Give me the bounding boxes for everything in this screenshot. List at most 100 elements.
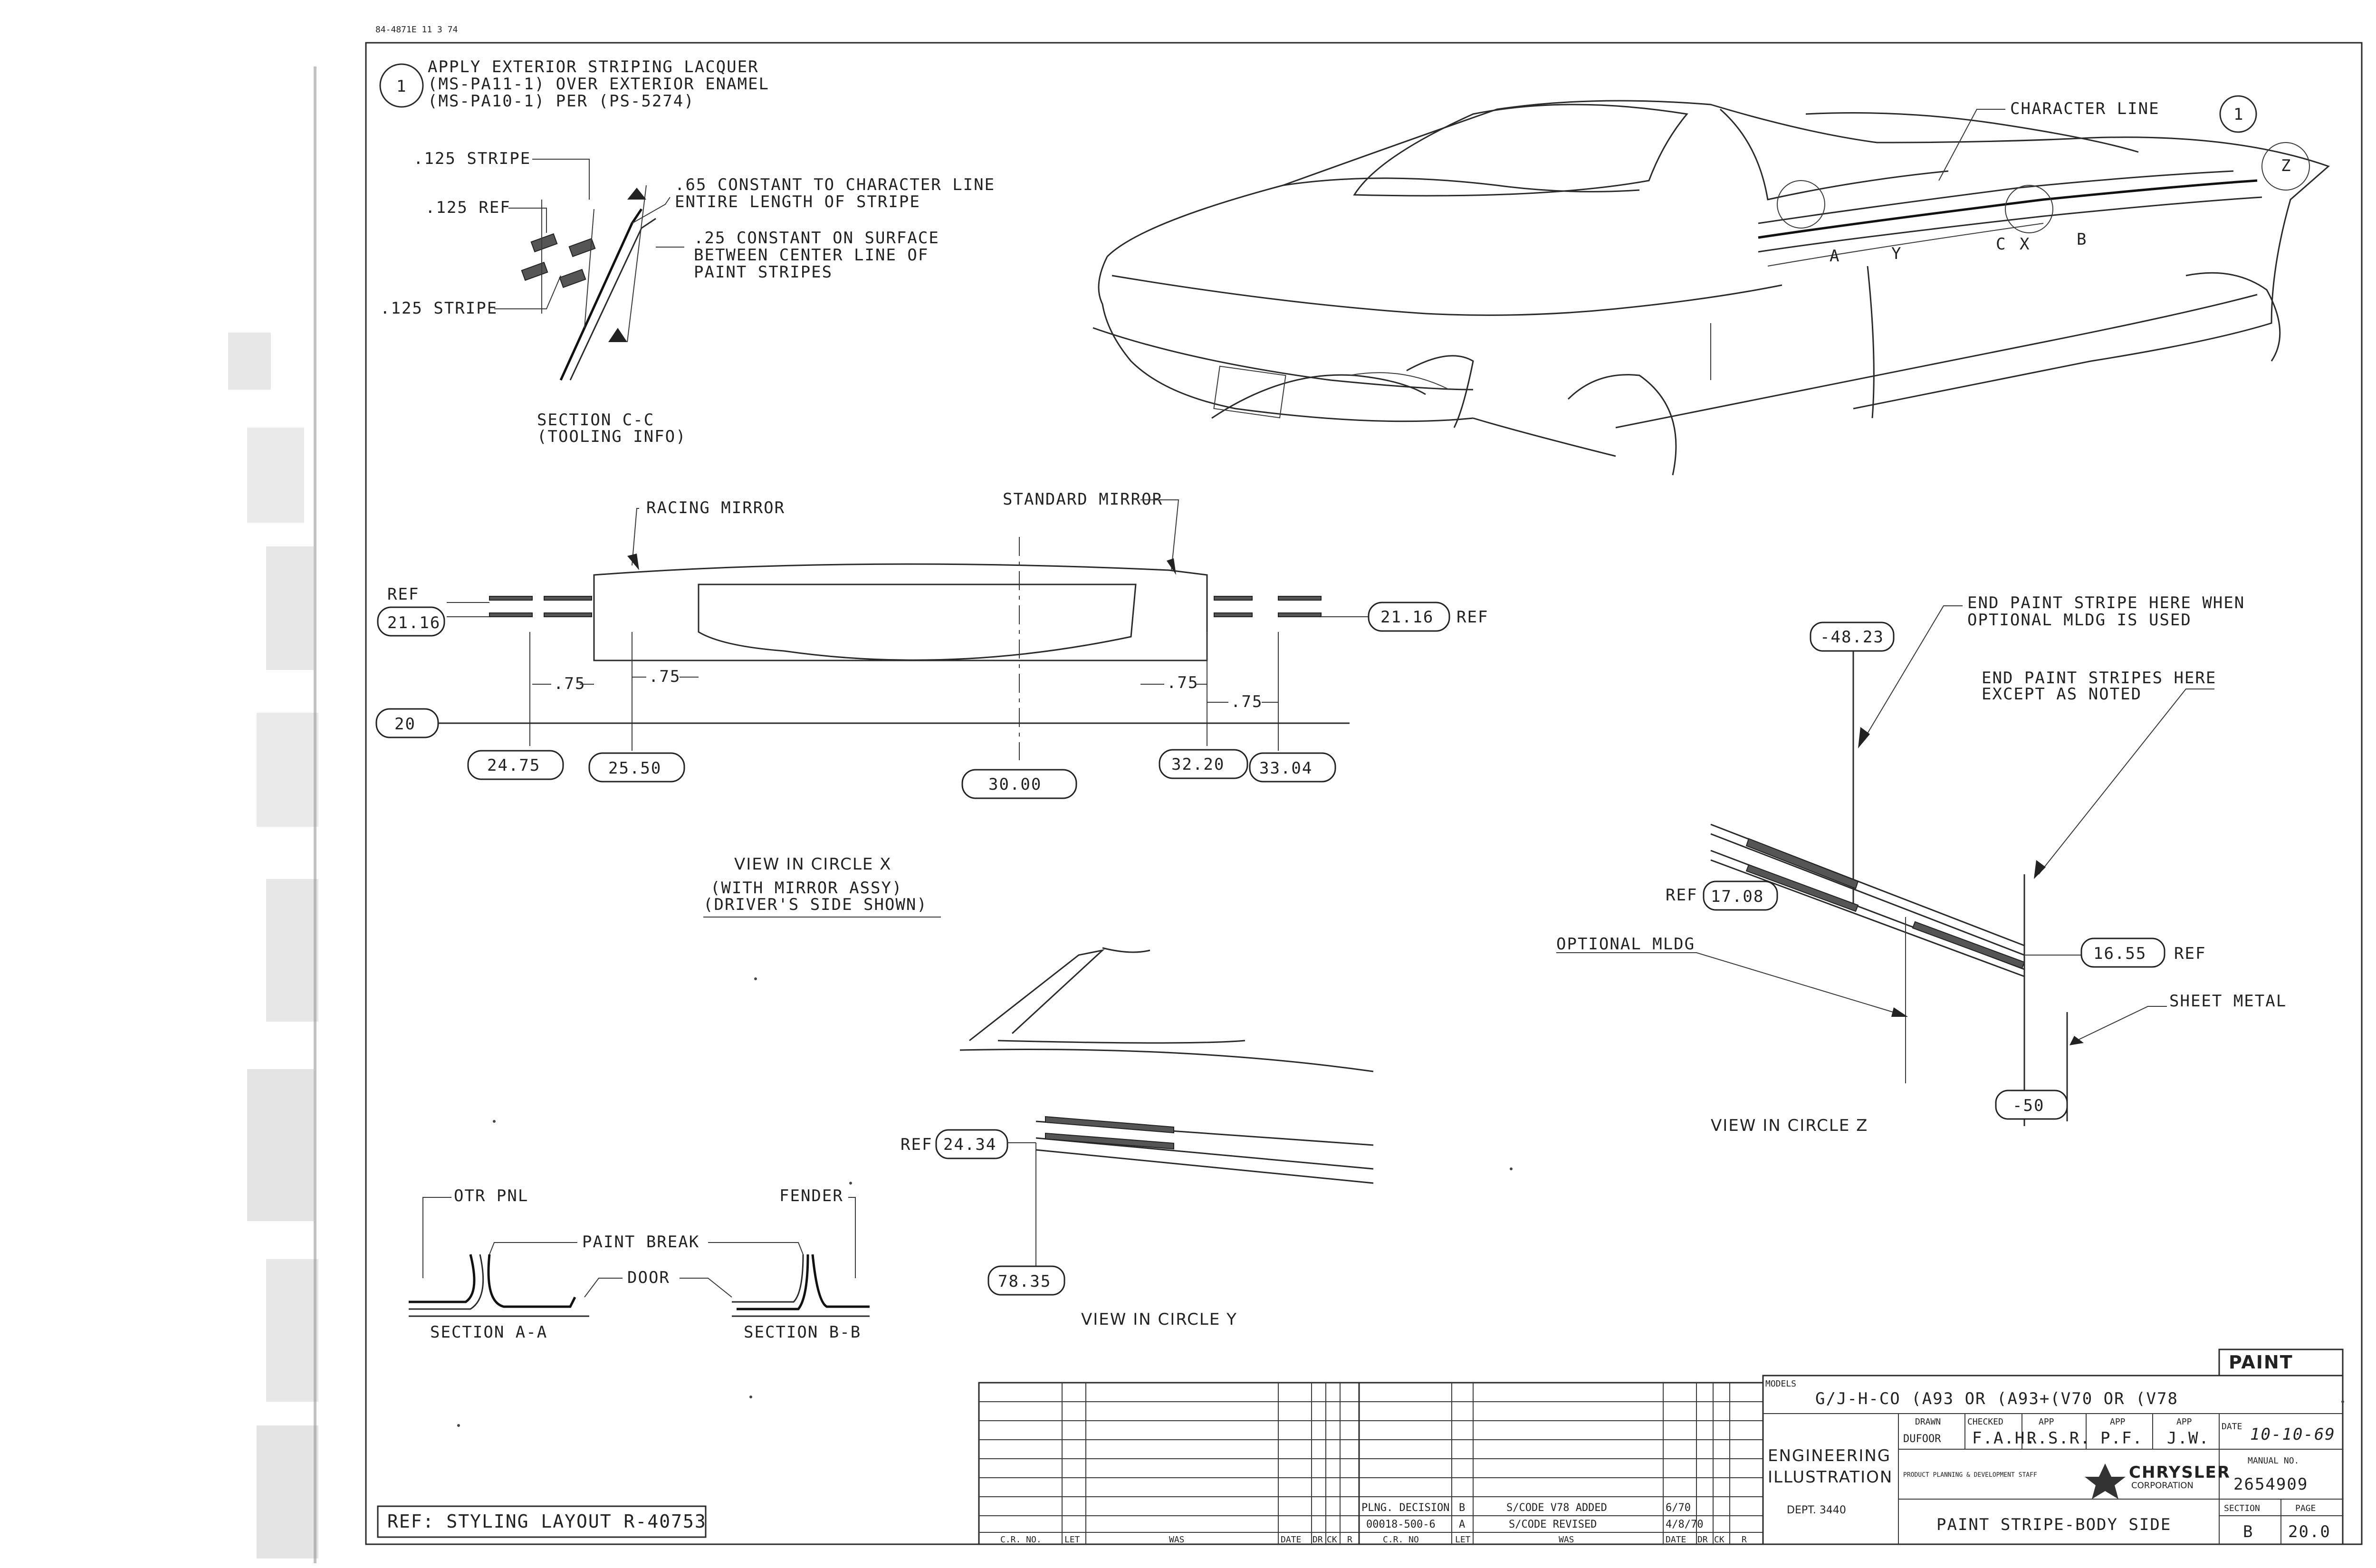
racing-mirror-label: RACING MIRROR <box>646 498 785 517</box>
company-name: CHRYSLER <box>2129 1463 2231 1482</box>
y-bottom-box <box>987 1265 1065 1296</box>
rev-h-was-2: WAS <box>1559 1535 1574 1545</box>
rev-h-r: R <box>1347 1535 1352 1545</box>
sheet-description: PAINT STRIPE-BODY SIDE <box>1936 1515 2171 1534</box>
z-sheet-metal: SHEET METAL <box>2169 992 2287 1011</box>
note-line-2: (MS-PA11-1) OVER EXTERIOR ENAMEL <box>428 75 769 94</box>
rev-h-r-2: R <box>1742 1535 1747 1545</box>
zone-y-label: Y <box>1891 244 1902 263</box>
z-top-dim: -48.23 <box>1820 628 1884 647</box>
view-y-title: VIEW IN CIRCLE Y <box>1081 1310 1237 1329</box>
stray-marks <box>457 977 2344 1427</box>
view-x-sub-1: (WITH MIRROR ASSY) <box>710 879 902 898</box>
zone-x-label: X <box>2020 235 2030 254</box>
rev-row-1-date: 6/70 <box>1666 1502 1691 1514</box>
rev-h-date-2: DATE <box>1666 1535 1686 1545</box>
d3: 30.00 <box>988 775 1042 794</box>
section-cc-detail: .125 STRIPE .125 REF .125 STRIPE .65 CON… <box>380 149 995 446</box>
y-ref-box <box>935 1129 1008 1159</box>
chrysler-logo: CHRYSLER CORPORATION <box>2085 1463 2231 1499</box>
paint-tab: PAINT <box>2229 1352 2293 1373</box>
app3-label: APP <box>2176 1417 2192 1427</box>
zone-c-label: C <box>1996 235 2006 254</box>
models-label: MODELS <box>1765 1379 1796 1389</box>
dim-left-box <box>377 606 445 637</box>
gap-1: .75 <box>554 674 585 693</box>
dept: DEPT. 3440 <box>1787 1504 1846 1516</box>
rev-row-1-was: S/CODE V78 ADDED <box>1506 1502 1607 1514</box>
z-right-box <box>2080 937 2165 968</box>
d2-box <box>588 752 685 783</box>
rev-h-date: DATE <box>1281 1535 1301 1545</box>
circle-c-marker <box>1777 180 1825 229</box>
dim-left: 21.16 <box>387 613 441 632</box>
z-bottom-box <box>1995 1090 2068 1120</box>
general-notes: 1 APPLY EXTERIOR STRIPING LACQUER (MS-PA… <box>379 57 769 111</box>
cc-label-ref: .125 REF <box>425 198 511 217</box>
company-corporation: CORPORATION <box>2131 1481 2194 1491</box>
app2-label: APP <box>2110 1417 2126 1427</box>
rev-row-1-crno: PLNG. DECISION <box>1361 1502 1449 1514</box>
ref-right-label: REF <box>1456 608 1488 627</box>
eng-illustration-1: ENGINEERING <box>1768 1446 1891 1465</box>
title-block: PAINT MODELS G/J-H-CO (A93 OR (A93+(V70 … <box>1762 1348 2344 1545</box>
gap-2: .75 <box>649 667 680 686</box>
rev-row-1-let: B <box>1459 1502 1465 1514</box>
fender-label: FENDER <box>779 1186 843 1205</box>
zone-b-label: B <box>2077 230 2087 249</box>
character-line-label: CHARACTER LINE <box>2010 99 2160 118</box>
rev-row-2-let: A <box>1459 1519 1465 1530</box>
note-line-1: APPLY EXTERIOR STRIPING LACQUER <box>428 57 759 76</box>
note-line-3: (MS-PA10-1) PER (PS-5274) <box>428 92 695 111</box>
view-circle-y: REF 24.34 78.35 VIEW IN CIRCLE Y <box>901 947 1374 1329</box>
rev-h-was: WAS <box>1169 1535 1185 1545</box>
cc-constant-char-2: ENTIRE LENGTH OF STRIPE <box>675 192 920 211</box>
scan-noise-margin <box>228 67 318 1563</box>
cc-stripe-section <box>521 185 684 381</box>
cc-label-stripe-bottom: .125 STRIPE <box>380 299 498 318</box>
gap-3: .75 <box>1167 673 1198 692</box>
cc-surface-3: PAINT STRIPES <box>694 263 833 282</box>
mirror-outline <box>593 563 1208 661</box>
section-value: B <box>2243 1522 2253 1541</box>
revision-block: C.R. NO. LET WAS DATE DR CK R C.R. NO LE… <box>978 1382 1764 1545</box>
date-label: DATE <box>2222 1422 2242 1432</box>
rev-h-dr: DR <box>1313 1535 1323 1545</box>
ref-note: REF: STYLING LAYOUT R-40753 <box>387 1511 707 1532</box>
z-end-opt-2: OPTIONAL MLDG IS USED <box>1967 611 2192 630</box>
dim-right: 21.16 <box>1380 608 1434 627</box>
section-b-label: SECTION B-B <box>744 1323 861 1342</box>
car-callout-1: 1 <box>2233 105 2244 124</box>
view-circle-x: RACING MIRROR STANDARD MIRROR REF 21.16 … <box>375 490 1488 918</box>
view-x-title: VIEW IN CIRCLE X <box>734 855 891 874</box>
view-x-sub-2: (DRIVER'S SIDE SHOWN) <box>703 895 928 914</box>
rev-row-2-date: 4/8/70 <box>1666 1519 1703 1530</box>
section-a-label: SECTION A-A <box>430 1323 547 1342</box>
rev-row-2-crno: 00018-500-6 <box>1366 1519 1436 1530</box>
rev-h-ck: CK <box>1327 1535 1337 1545</box>
z-top-box <box>1810 621 1895 652</box>
car-body-illustration: 1 CHARACTER LINE A Y C X B Z <box>1092 95 2330 476</box>
z-right-ref: REF <box>2174 944 2206 963</box>
rev-h-let-2: LET <box>1455 1535 1471 1545</box>
d1-box <box>467 750 564 780</box>
rev-h-ck-2: CK <box>1714 1535 1725 1545</box>
d2: 25.50 <box>608 759 661 778</box>
standard-mirror-label: STANDARD MIRROR <box>1003 490 1163 509</box>
y-ref-dim: 24.34 <box>943 1135 996 1154</box>
d4: 32.20 <box>1171 755 1225 774</box>
gap-4: .75 <box>1231 692 1263 711</box>
sections-ab: OTR PNL FENDER PAINT BREAK DOOR SECTION … <box>409 1186 870 1342</box>
rev-h-crno: C.R. NO. <box>1000 1535 1042 1545</box>
cc-surface-2: BETWEEN CENTER LINE OF <box>694 246 929 265</box>
models-value: G/J-H-CO (A93 OR (A93+(V70 OR (V78 <box>1815 1389 2178 1408</box>
section-label: SECTION <box>2224 1503 2260 1513</box>
rev-h-let: LET <box>1064 1535 1080 1545</box>
rev-h-crno-2: C.R. NO <box>1383 1535 1419 1545</box>
header-code: 84-4871E 11 3 74 <box>375 25 458 35</box>
view-z-title: VIEW IN CIRCLE Z <box>1711 1116 1868 1135</box>
cc-constant-char: .65 CONSTANT TO CHARACTER LINE <box>675 175 995 194</box>
checked-by: F.A.H. <box>1972 1429 2036 1448</box>
door-label: DOOR <box>627 1268 670 1287</box>
